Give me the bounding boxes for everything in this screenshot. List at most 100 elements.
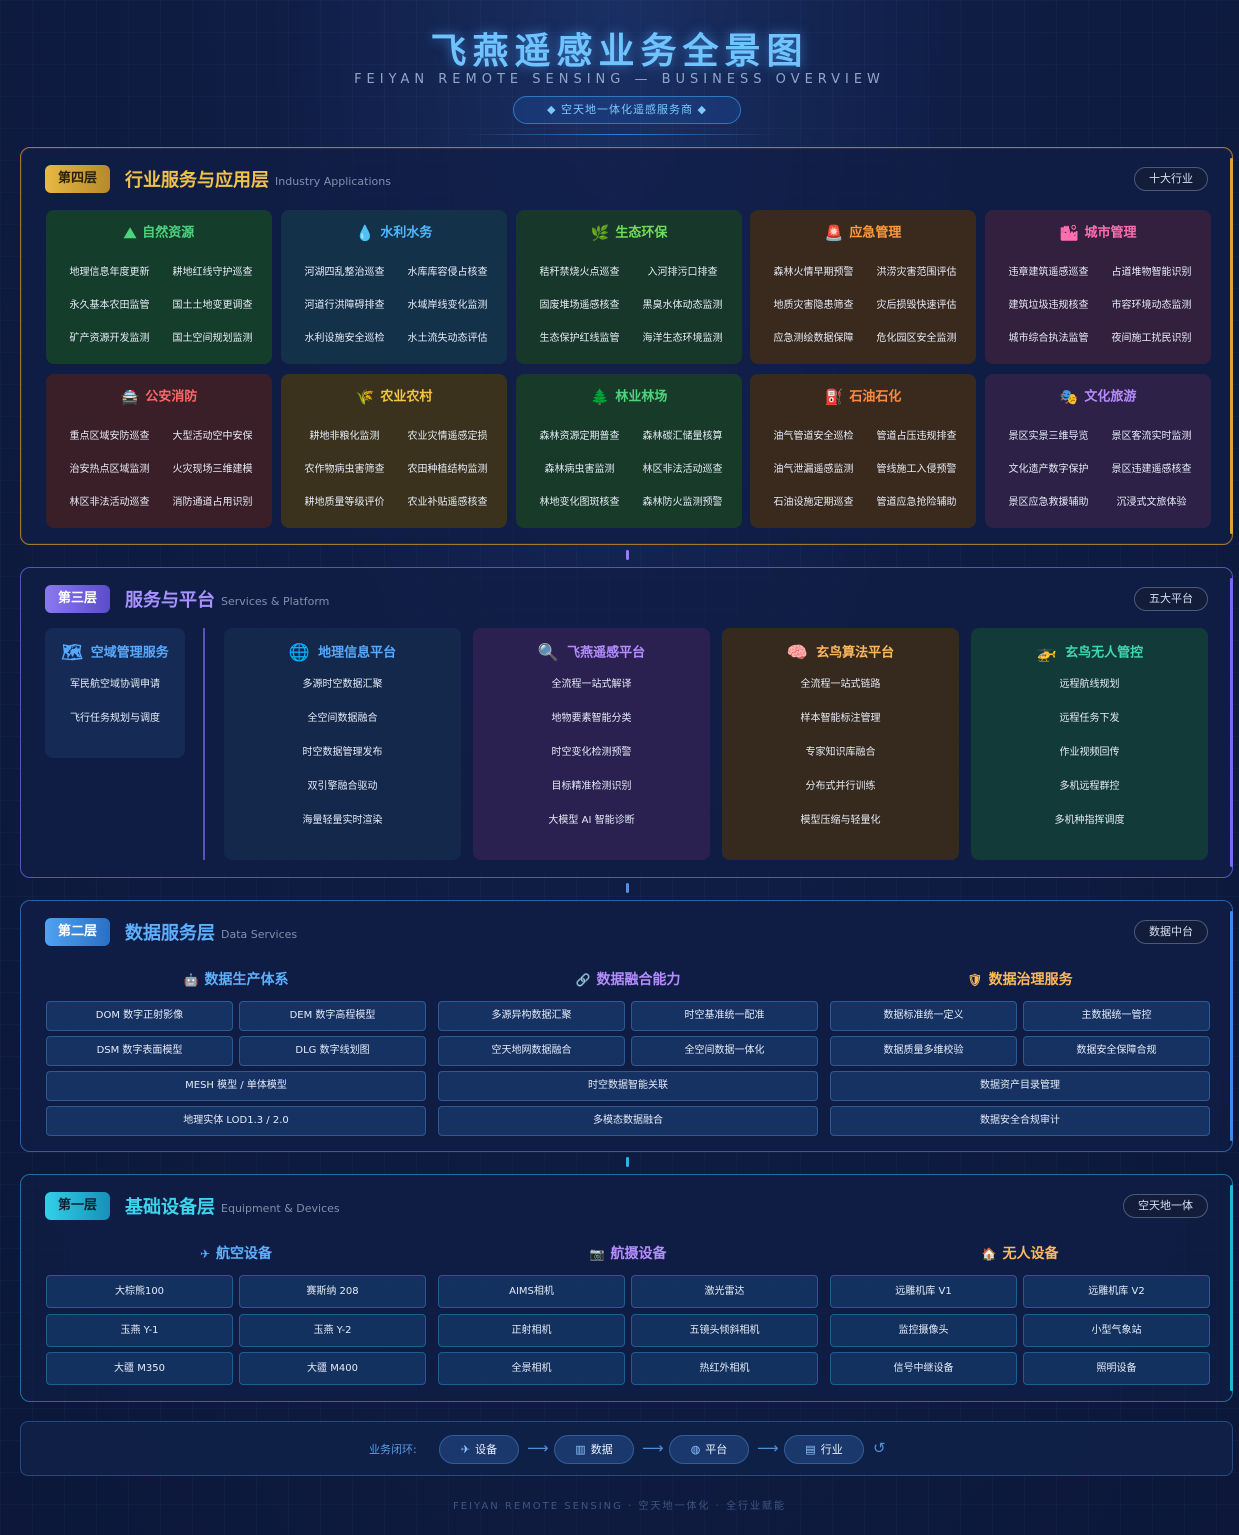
layer-edge-accent (1230, 911, 1233, 1141)
airspace-service-card[interactable]: 🗺空域管理服务 军民航空域协调申请 飞行任务规划与调度 (45, 628, 185, 758)
industry-items: 森林资源定期普查森林碳汇储量核算森林病虫害监测林区非法活动巡查林地变化图斑核查森… (528, 426, 734, 525)
industry-card[interactable]: 🚔公安消防重点区域安防巡查大型活动空中安保治安热点区域监测火灾现场三维建模林区非… (46, 374, 272, 528)
platform-name: 玄鸟无人管控 (1065, 645, 1144, 661)
data-service-cell[interactable]: 全空间数据一体化 (631, 1036, 818, 1066)
equipment-cell[interactable]: 正射相机 (438, 1314, 625, 1347)
equipment-cell[interactable]: 信号中继设备 (830, 1352, 1017, 1385)
list-item: 黑臭水体动态监测 (642, 300, 723, 311)
data-service-cell[interactable]: 空天地网数据融合 (438, 1036, 625, 1066)
data-service-cell[interactable]: DEM 数字高程模型 (239, 1001, 426, 1031)
data-service-cell[interactable]: 数据安全合规审计 (830, 1106, 1210, 1136)
group-title: 🏠无人设备 (830, 1243, 1210, 1263)
list-item: 森林火情早期预警 (773, 267, 854, 278)
layer-title-en: Data Services (221, 928, 298, 941)
platform-card[interactable]: 🧠玄鸟算法平台全流程一站式链路样本智能标注管理专家知识库融合分布式并行训练模型压… (722, 628, 959, 860)
equipment-cell[interactable]: 照明设备 (1023, 1352, 1210, 1385)
globe-icon: ◍ (690, 1443, 701, 1456)
industry-card[interactable]: 💧水利水务河湖四乱整治巡查水库库容侵占核查河道行洪障碍排查水域岸线变化监测水利设… (281, 210, 507, 364)
shield-icon: 🛡 (967, 973, 983, 987)
data-service-cell[interactable]: DOM 数字正射影像 (46, 1001, 233, 1031)
list-item: 农业灾情遥感定损 (407, 431, 488, 442)
data-service-cell[interactable]: 时空基准统一配准 (631, 1001, 818, 1031)
arrow-right-icon: ⟶ (527, 1439, 549, 1457)
data-service-cell[interactable]: 多模态数据融合 (438, 1106, 818, 1136)
layer-title-en: Industry Applications (275, 175, 391, 188)
equipment-cell[interactable]: 五镜头倾斜相机 (631, 1314, 818, 1347)
platform-items: 远程航线规划远程任务下发作业视频回传多机远程群控多机种指挥调度 (971, 668, 1208, 838)
list-item: 生态保护红线监管 (539, 333, 620, 344)
page-subtitle: FEIYAN REMOTE SENSING — BUSINESS OVERVIE… (354, 72, 885, 87)
data-service-cell[interactable]: DSM 数字表面模型 (46, 1036, 233, 1066)
list-item: 大型活动空中安保 (172, 431, 253, 442)
data-service-cell[interactable]: 时空数据智能关联 (438, 1071, 818, 1101)
industry-card[interactable]: ⛰自然资源地理信息年度更新耕地红线守护巡查永久基本农田监管国土土地变更调查矿产资… (46, 210, 272, 364)
list-item: 入河排污口排查 (647, 267, 718, 278)
layer-title: 服务与平台 (125, 590, 216, 611)
layer-header: 第二层 数据服务层 Data Services (45, 917, 297, 947)
group-name: 航摄设备 (610, 1246, 667, 1262)
data-service-cell[interactable]: 数据标准统一定义 (830, 1001, 1017, 1031)
industry-items: 违章建筑遥感巡查占道堆物智能识别建筑垃圾违规核查市容环境动态监测城市综合执法监管… (997, 262, 1203, 361)
equipment-cell[interactable]: 全景相机 (438, 1352, 625, 1385)
globe-icon: 🌐 (288, 643, 311, 663)
data-service-cell[interactable]: 多源异构数据汇聚 (438, 1001, 625, 1031)
list-item: 国土空间规划监测 (172, 333, 253, 344)
loop-step-2[interactable]: ▥数据 (554, 1435, 634, 1464)
list-item: 地质灾害隐患筛查 (773, 300, 854, 311)
list-item: 河湖四乱整治巡查 (304, 267, 385, 278)
data-service-cell[interactable]: 主数据统一管控 (1023, 1001, 1210, 1031)
equipment-cell[interactable]: 大疆 M350 (46, 1352, 233, 1385)
platform-card[interactable]: 🌐地理信息平台多源时空数据汇聚全空间数据融合时空数据管理发布双引擎融合驱动海量轻… (224, 628, 461, 860)
industry-card[interactable]: 🌲林业林场森林资源定期普查森林碳汇储量核算森林病虫害监测林区非法活动巡查林地变化… (516, 374, 742, 528)
list-item: 应急测绘数据保障 (773, 333, 854, 344)
group-name: 无人设备 (1002, 1246, 1059, 1262)
data-service-cell[interactable]: 数据质量多维校验 (830, 1036, 1017, 1066)
equipment-cell[interactable]: 热红外相机 (631, 1352, 818, 1385)
industry-name: 自然资源 (142, 225, 195, 241)
layer-connector (626, 883, 629, 893)
equipment-cell[interactable]: 大棕熊100 (46, 1275, 233, 1308)
data-service-cell[interactable]: DLG 数字线划图 (239, 1036, 426, 1066)
industry-name: 应急管理 (849, 225, 902, 241)
industry-card[interactable]: 🎭文化旅游景区实景三维导览景区客流实时监测文化遗产数字保护景区违建遥感核查景区应… (985, 374, 1211, 528)
layer-title: 数据服务层 (125, 923, 216, 944)
equipment-cell[interactable]: 赛斯纳 208 (239, 1275, 426, 1308)
data-service-cell[interactable]: 数据安全保障合规 (1023, 1036, 1210, 1066)
loop-step-4[interactable]: ▤行业 (784, 1435, 864, 1464)
data-service-cell[interactable]: 地理实体 LOD1.3 / 2.0 (46, 1106, 426, 1136)
group-name: 数据融合能力 (596, 972, 681, 988)
group-title: 🛡数据治理服务 (830, 969, 1210, 989)
equipment-cell[interactable]: 玉燕 Y-2 (239, 1314, 426, 1347)
industry-card[interactable]: 🌿生态环保秸秆禁烧火点巡查入河排污口排查固废堆场遥感核查黑臭水体动态监测生态保护… (516, 210, 742, 364)
industry-card[interactable]: ⛽石油石化油气管道安全巡检管道占压违规排查油气泄漏遥感监测管线施工入侵预警石油设… (750, 374, 976, 528)
layer-edge-accent (1230, 158, 1233, 534)
equipment-cell[interactable]: 激光雷达 (631, 1275, 818, 1308)
equipment-cell[interactable]: 大疆 M400 (239, 1352, 426, 1385)
brain-icon: 🧠 (786, 643, 809, 663)
loop-step-label: 设备 (475, 1443, 498, 1456)
layer-title-en: Equipment & Devices (221, 1202, 340, 1215)
industry-card[interactable]: 🌾农业农村耕地非粮化监测农业灾情遥感定损农作物病虫害筛查农田种植结构监测耕地质量… (281, 374, 507, 528)
equipment-cell[interactable]: 监控摄像头 (830, 1314, 1017, 1347)
list-item: 全流程一站式链路 (800, 679, 881, 690)
equipment-cell[interactable]: 远雕机库 V1 (830, 1275, 1017, 1308)
airplane-icon: ✈ (199, 1247, 211, 1261)
data-service-cell[interactable]: 数据资产目录管理 (830, 1071, 1210, 1101)
loop-step-3[interactable]: ◍平台 (669, 1435, 749, 1464)
equipment-cell[interactable]: 玉燕 Y-1 (46, 1314, 233, 1347)
list-item: 市容环境动态监测 (1111, 300, 1192, 311)
industry-card-title: 🌲林业林场 (516, 386, 742, 408)
loop-step-1[interactable]: ✈设备 (439, 1435, 519, 1464)
data-service-cell[interactable]: MESH 模型 / 单体模型 (46, 1071, 426, 1101)
list-item: 矿产资源开发监测 (69, 333, 150, 344)
equipment-cell[interactable]: 远雕机库 V2 (1023, 1275, 1210, 1308)
platform-card[interactable]: 🔍飞燕遥感平台全流程一站式解译地物要素智能分类时空变化检测预警目标精准检测识别大… (473, 628, 710, 860)
industry-card[interactable]: 🏙城市管理违章建筑遥感巡查占道堆物智能识别建筑垃圾违规核查市容环境动态监测城市综… (985, 210, 1211, 364)
platform-card[interactable]: 🚁玄鸟无人管控远程航线规划远程任务下发作业视频回传多机远程群控多机种指挥调度 (971, 628, 1208, 860)
police-light-icon: 🚔 (120, 388, 140, 406)
industry-name: 农业农村 (380, 389, 433, 405)
platform-items: 全流程一站式解译地物要素智能分类时空变化检测预警目标精准检测识别大模型 AI 智… (473, 668, 710, 838)
industry-card[interactable]: 🚨应急管理森林火情早期预警洪涝灾害范围评估地质灾害隐患筛查灾后损毁快速评估应急测… (750, 210, 976, 364)
equipment-cell[interactable]: AIMS相机 (438, 1275, 625, 1308)
equipment-cell[interactable]: 小型气象站 (1023, 1314, 1210, 1347)
